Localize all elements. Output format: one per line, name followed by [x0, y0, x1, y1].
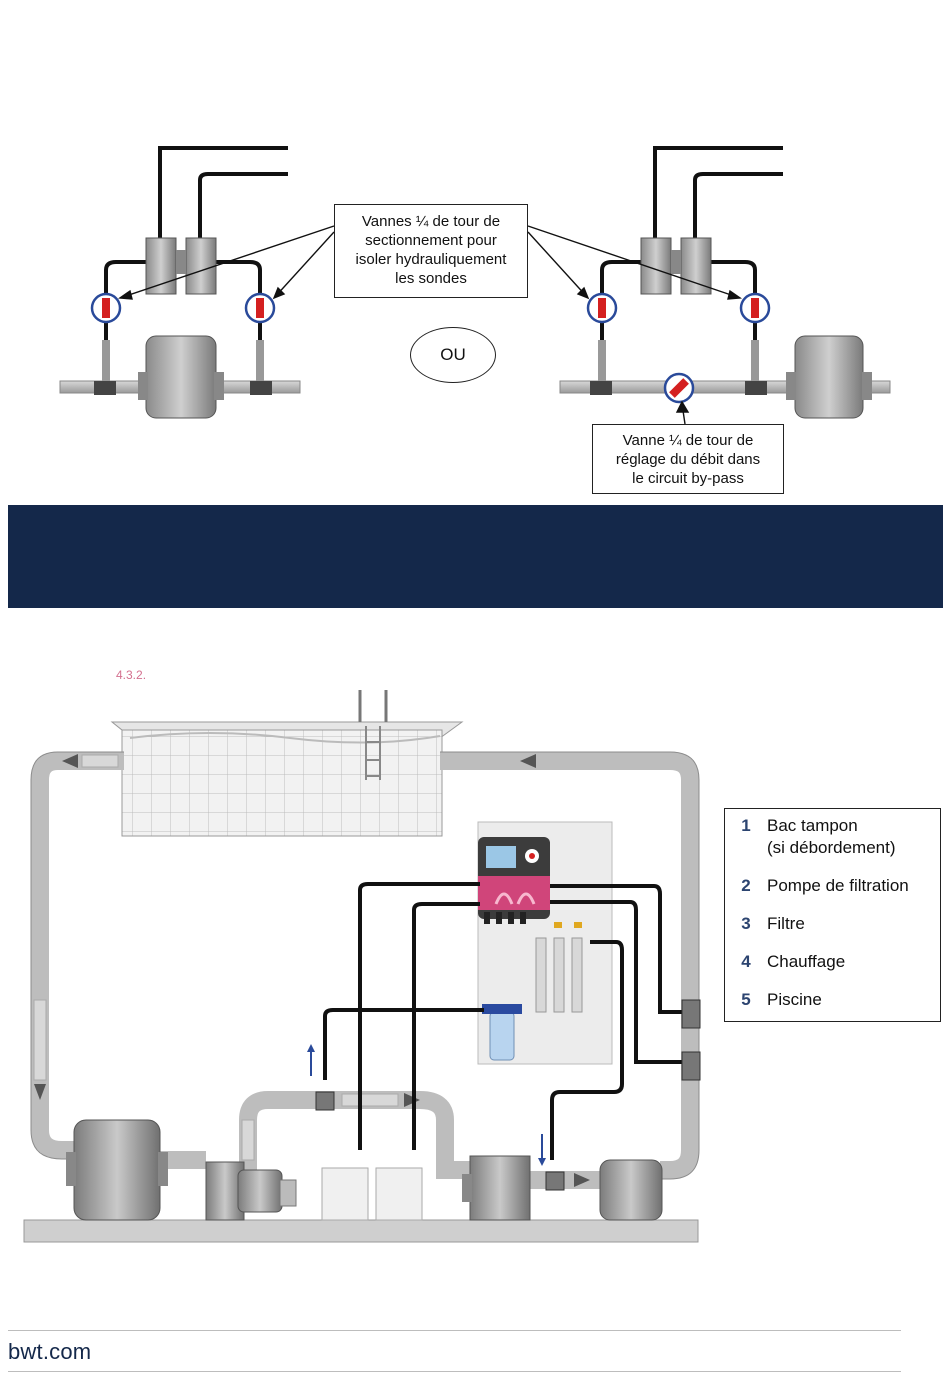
- bypass-valve-icon: [665, 374, 693, 402]
- injection-tee: [316, 1092, 334, 1110]
- filtration-pump: [206, 1162, 296, 1220]
- legend-item: 2 Pompe de filtration: [725, 875, 940, 897]
- filter: [470, 1156, 530, 1220]
- base-platform: [24, 1220, 698, 1242]
- left-assembly: [60, 148, 300, 418]
- legend-number: 1: [725, 815, 767, 859]
- buffer-tank: [74, 1120, 160, 1220]
- footer-rule-bottom: [8, 1371, 901, 1372]
- callout-line: les sondes: [335, 269, 527, 288]
- isolation-valves-callout: Vannes ¼ de tour de sectionnement pour i…: [334, 204, 528, 298]
- section-banner: [8, 505, 943, 608]
- legend-text: Pompe de filtration: [767, 875, 940, 897]
- legend-item: 3 Filtre: [725, 913, 940, 935]
- callout-line: Vannes ¼ de tour de: [335, 212, 527, 231]
- valve-icon: [741, 294, 769, 322]
- legend-number: 2: [725, 875, 767, 897]
- legend-item: 4 Chauffage: [725, 951, 940, 973]
- valve-icon: [246, 294, 274, 322]
- chemical-canister: [376, 1168, 422, 1220]
- sensor-tee: [682, 1000, 700, 1028]
- sensor-tee: [682, 1052, 700, 1080]
- footer-rule-top: [8, 1330, 901, 1331]
- pool-installation-diagram: [0, 680, 730, 1250]
- callout-line: le circuit by-pass: [593, 469, 783, 488]
- chemical-canister: [322, 1168, 368, 1220]
- legend-number: 5: [725, 989, 767, 1011]
- legend-text: Chauffage: [767, 951, 940, 973]
- legend-number: 4: [725, 951, 767, 973]
- legend-number: 3: [725, 913, 767, 935]
- callout-line: Vanne ¼ de tour de: [593, 431, 783, 450]
- legend-line: (si débordement): [767, 837, 940, 859]
- callout-line: sectionnement pour: [335, 231, 527, 250]
- valve-icon: [588, 294, 616, 322]
- footer-brand[interactable]: bwt.com: [8, 1339, 91, 1365]
- legend-text: Bac tampon (si débordement): [767, 815, 940, 859]
- bypass-valve-callout: Vanne ¼ de tour de réglage du débit dans…: [592, 424, 784, 494]
- injection-tee: [546, 1172, 564, 1190]
- legend-line: Bac tampon: [767, 815, 940, 837]
- component-legend: 1 Bac tampon (si débordement) 2 Pompe de…: [724, 808, 941, 1022]
- callout-line: réglage du débit dans: [593, 450, 783, 469]
- valve-icon: [92, 294, 120, 322]
- pool: [112, 690, 462, 836]
- legend-item: 5 Piscine: [725, 989, 940, 1011]
- callout-line: isoler hydrauliquement: [335, 250, 527, 269]
- right-assembly: [560, 148, 890, 418]
- heater: [600, 1160, 662, 1220]
- legend-text: Filtre: [767, 913, 940, 935]
- legend-item: 1 Bac tampon (si débordement): [725, 815, 940, 859]
- or-label: OU: [410, 327, 496, 383]
- legend-text: Piscine: [767, 989, 940, 1011]
